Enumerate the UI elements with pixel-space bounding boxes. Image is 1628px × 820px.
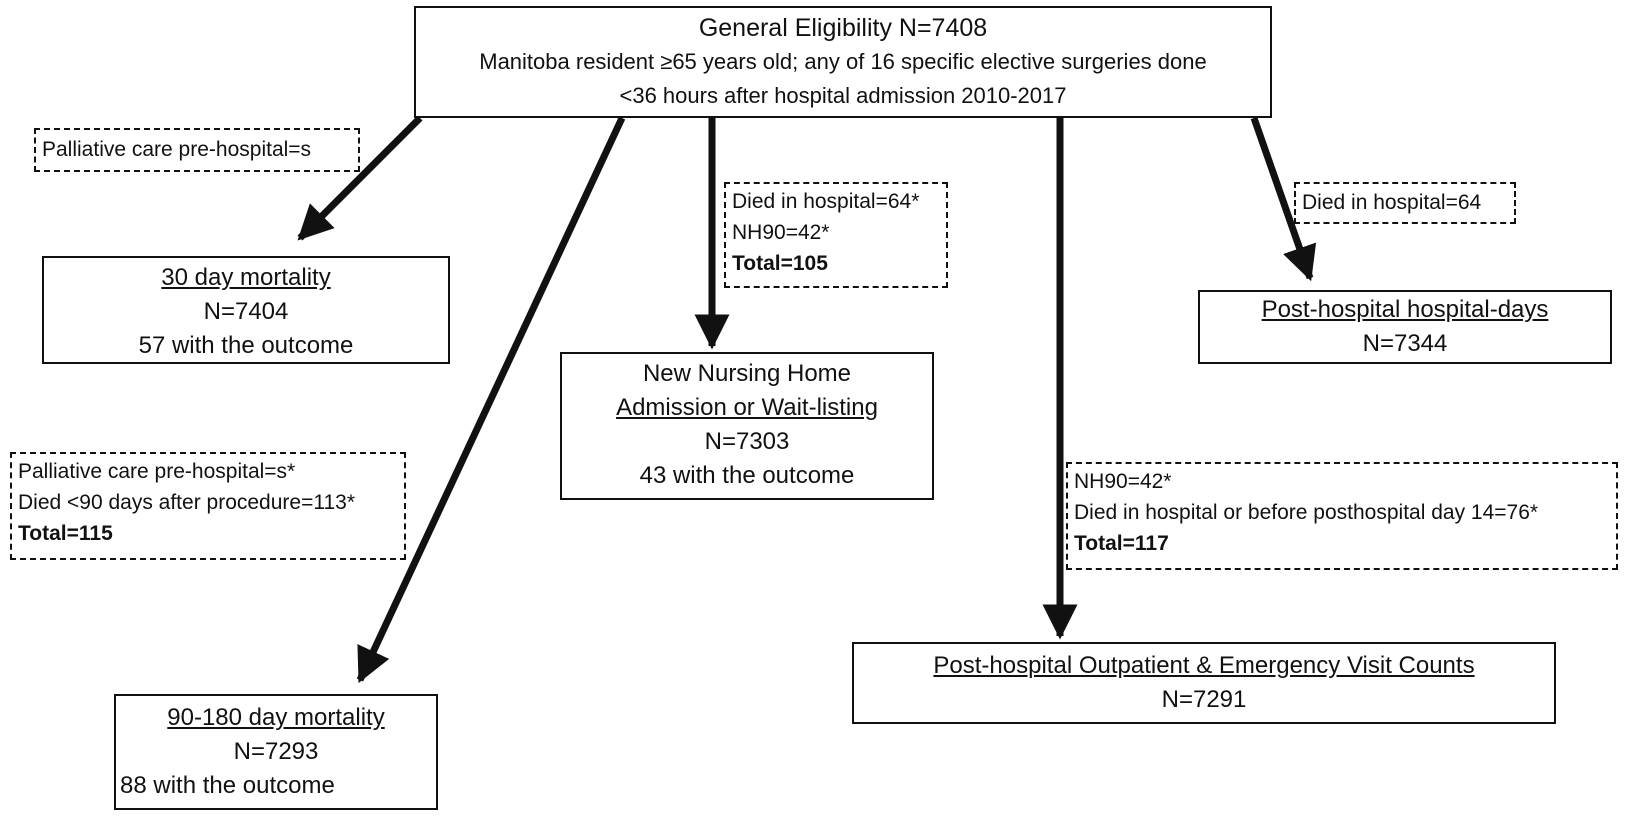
note-mort90-died: Died <90 days after procedure=113* [18,491,356,514]
arrow-to-hospital-days [1250,116,1317,282]
mort90-outcome: 88 with the outcome [120,772,335,799]
note-palliative-care: Palliative care pre-hospital=s [34,128,360,172]
note-mortality-90-exclusions: Palliative care pre-hospital=s* Died <90… [10,452,406,560]
nursing-n: N=7303 [704,428,790,455]
arrow-to-90-180-mortality [356,116,626,684]
hospdays-title: Post-hospital hospital-days [1261,296,1549,323]
hospdays-n: N=7344 [1362,330,1448,357]
note-outpatient-exclusions: NH90=42* Died in hospital or before post… [1066,462,1618,570]
outcome-post-hospital-hospital-days: Post-hospital hospital-days N=7344 [1198,290,1612,364]
nursing-title-line-2: Admission or Wait-listing [616,394,878,421]
mort30-title: 30 day mortality [161,264,331,291]
outcome-30-day-mortality: 30 day mortality N=7404 57 with the outc… [42,256,450,364]
mort90-title: 90-180 day mortality [167,704,385,731]
note-palliative-text: Palliative care pre-hospital=s [42,138,312,161]
mort90-n: N=7293 [233,738,319,765]
outcome-90-180-day-mortality: 90-180 day mortality N=7293 88 with the … [114,694,438,810]
note-nursing-nh90: NH90=42* [732,221,830,244]
mort30-outcome: 57 with the outcome [138,332,354,359]
mort30-n: N=7404 [203,298,289,325]
outcome-outpatient-emergency-visits: Post-hospital Outpatient & Emergency Vis… [852,642,1556,724]
note-outpatient-nh90: NH90=42* [1074,470,1172,493]
note-mort90-total: Total=115 [18,522,113,545]
note-outpatient-total: Total=117 [1074,532,1169,555]
eligibility-title: General Eligibility N=7408 [698,14,988,42]
nursing-title-line-1: New Nursing Home [642,360,852,387]
outcome-nursing-home: New Nursing Home Admission or Wait-listi… [560,352,934,500]
eligibility-criteria-line-1: Manitoba resident ≥65 years old; any of … [479,49,1207,74]
nursing-outcome: 43 with the outcome [639,462,855,489]
outpatient-n: N=7291 [1161,686,1247,713]
general-eligibility-box: General Eligibility N=7408 Manitoba resi… [414,6,1272,118]
note-nursing-exclusions: Died in hospital=64* NH90=42* Total=105 [724,182,948,288]
note-mort90-palliative: Palliative care pre-hospital=s* [18,460,296,483]
note-nursing-died: Died in hospital=64* [732,190,920,213]
note-outpatient-died: Died in hospital or before posthospital … [1074,501,1539,524]
note-nursing-total: Total=105 [732,252,828,275]
outpatient-title: Post-hospital Outpatient & Emergency Vis… [933,652,1475,679]
eligibility-criteria-line-2: <36 hours after hospital admission 2010-… [619,83,1067,108]
note-hospital-days-exclusion: Died in hospital=64 [1294,182,1516,224]
arrow-to-30day-mortality [297,115,423,241]
note-hospdays-text: Died in hospital=64 [1302,191,1482,214]
